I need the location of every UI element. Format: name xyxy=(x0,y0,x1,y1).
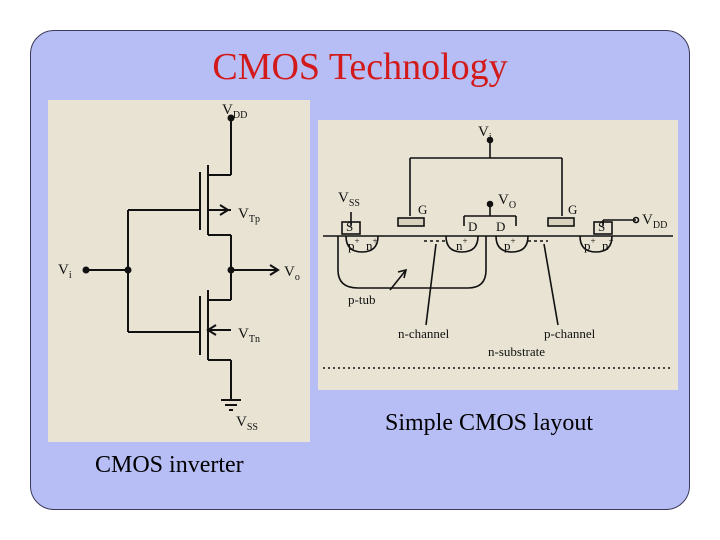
drain-left-label: D xyxy=(468,219,477,234)
layout-vdd-label: VDD xyxy=(642,212,667,231)
n-substrate-label: n-substrate xyxy=(488,344,545,359)
gate-right-label: G xyxy=(568,202,577,217)
source-right-label: S xyxy=(598,219,605,234)
layout-vi-label: Vi xyxy=(478,124,492,143)
drain-right-label: D xyxy=(496,219,505,234)
n-plus-left: n+ xyxy=(366,236,378,253)
n-plus-right: n+ xyxy=(602,236,614,253)
vss-label: VSS xyxy=(236,414,258,433)
p-plus-left: p+ xyxy=(348,236,360,253)
layout-wires xyxy=(323,136,673,369)
inverter-caption: CMOS inverter xyxy=(95,452,244,478)
n-plus-mid: n+ xyxy=(456,236,468,253)
vdd-label: VDD xyxy=(222,102,247,121)
p-plus-mid: p+ xyxy=(504,236,516,253)
cmos-layout-svg: Vi VSS VO VDD S G D D G S p+ n+ n+ p+ p+… xyxy=(323,124,673,369)
source-left-label: S xyxy=(346,219,353,234)
layout-caption: Simple CMOS layout xyxy=(385,410,594,436)
layout-vss-label: VSS xyxy=(338,190,360,209)
layout-vo-label: VO xyxy=(498,192,516,211)
slide-title: CMOS Technology xyxy=(212,46,508,88)
vtn-label: VTn xyxy=(238,326,260,345)
vtp-label: VTp xyxy=(238,206,260,225)
p-plus-right: p+ xyxy=(584,236,596,253)
vi-label: Vi xyxy=(58,262,72,281)
p-tub-label: p-tub xyxy=(348,292,375,307)
vo-label: Vo xyxy=(284,264,300,283)
cmos-layout-diagram: Vi VSS VO VDD S G D D G S p+ n+ n+ p+ p+… xyxy=(318,120,678,390)
inverter-schematic: VDD VTp Vi Vo VTn VSS xyxy=(48,100,310,442)
gate-left-label: G xyxy=(418,202,427,217)
p-channel-label: p-channel xyxy=(544,326,596,341)
inverter-schematic-svg: VDD VTp Vi Vo VTn VSS xyxy=(58,102,300,433)
n-channel-label: n-channel xyxy=(398,326,450,341)
inverter-wires xyxy=(82,114,280,411)
